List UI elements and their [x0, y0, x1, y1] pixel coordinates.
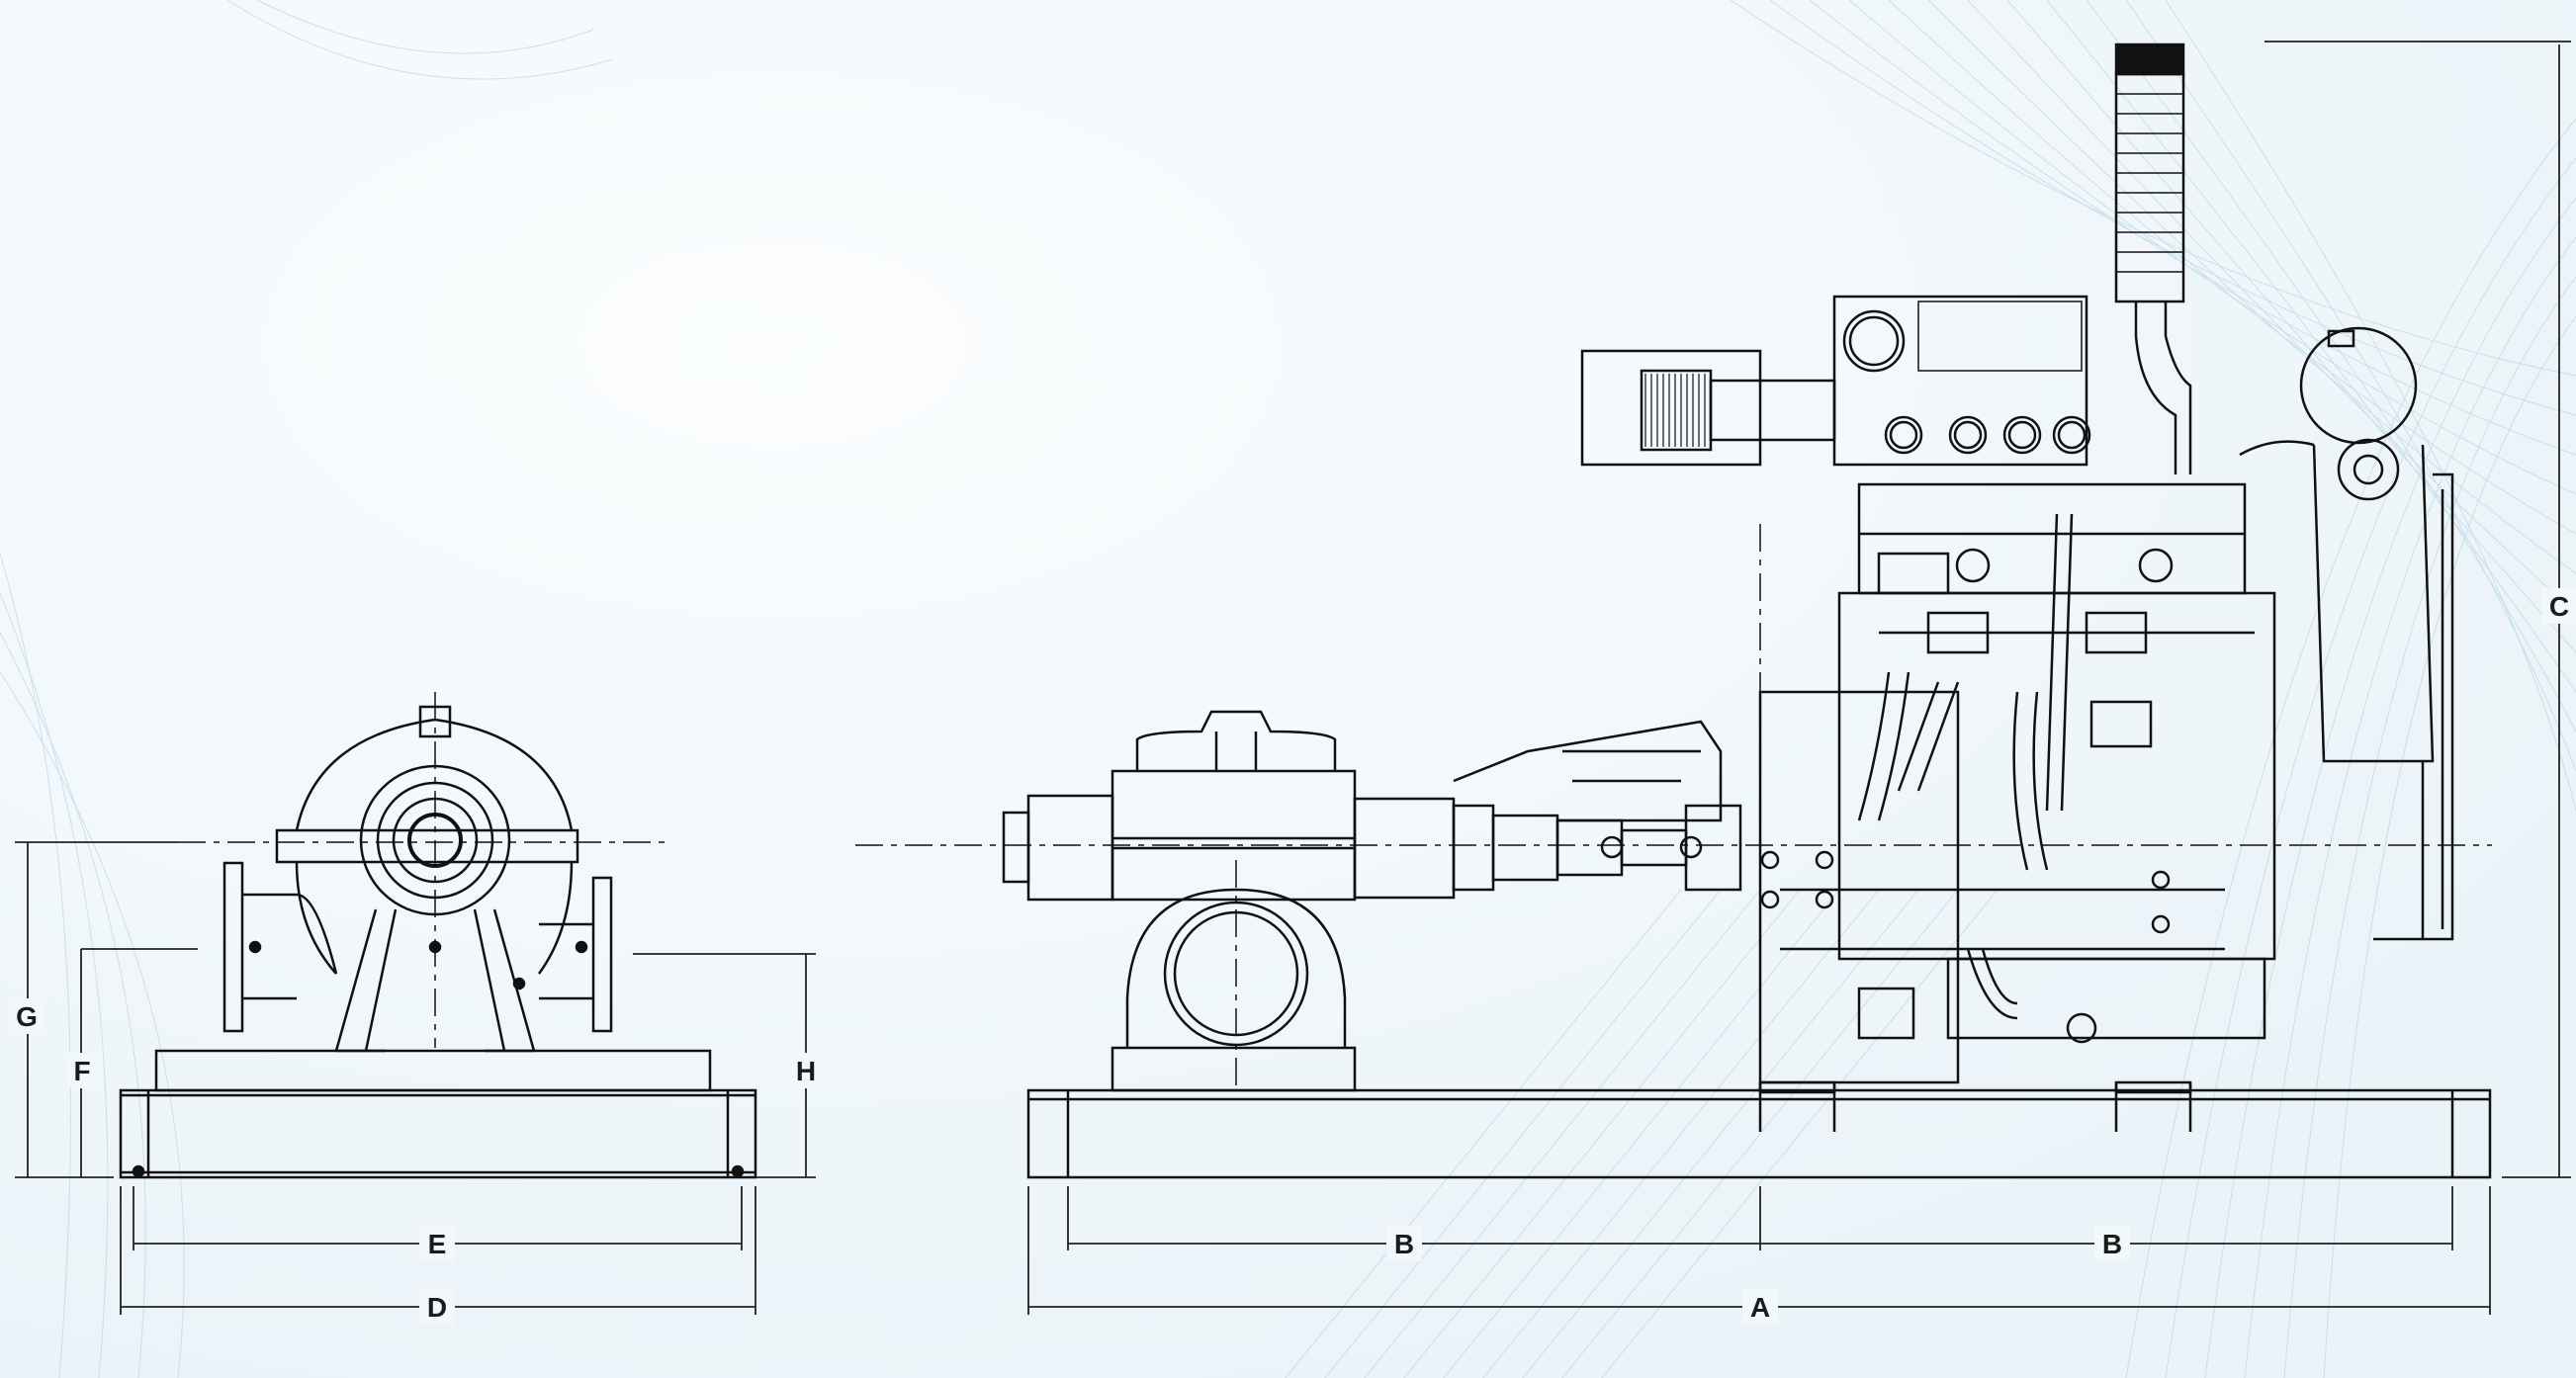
side-view	[1002, 43, 2492, 1179]
end-view	[119, 705, 757, 1179]
dim-label-h: H	[796, 1056, 816, 1086]
engine-block	[1758, 482, 2276, 1094]
end-view-right-flange	[591, 876, 613, 1033]
split-case-pump	[1002, 710, 1456, 1092]
end-view-left-flange	[222, 861, 244, 1033]
tachometer-gauge	[1842, 309, 1906, 373]
exhaust-pipe	[2114, 43, 2192, 474]
drive-shaft-coupling	[1452, 720, 1742, 892]
dim-label-b-left: B	[1394, 1229, 1414, 1259]
dim-label-c: C	[2549, 591, 2569, 622]
dim-label-f: F	[73, 1056, 90, 1086]
expansion-tank	[2239, 326, 2454, 941]
control-panel	[1832, 295, 2091, 467]
dim-label-d: D	[427, 1292, 447, 1323]
dim-label-e: E	[428, 1229, 447, 1259]
dim-label-b-right: B	[2102, 1229, 2122, 1259]
dim-label-g: G	[16, 1001, 38, 1032]
dim-label-a: A	[1750, 1292, 1770, 1323]
air-filter	[1580, 349, 1836, 467]
